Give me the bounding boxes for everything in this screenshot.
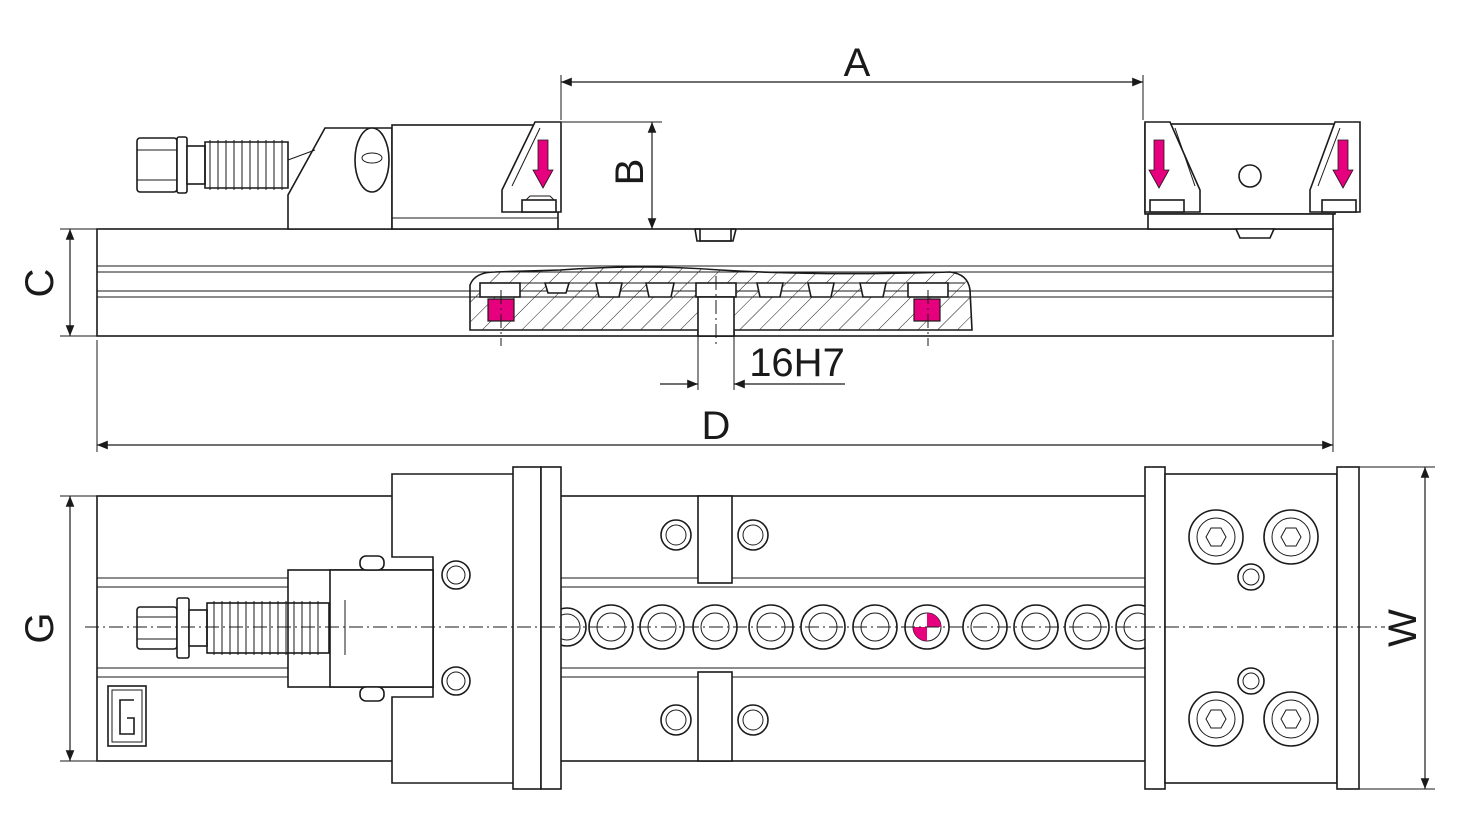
dimension-B: B (562, 121, 662, 230)
brand-logo (107, 685, 147, 747)
side-left-jaw (136, 121, 562, 230)
mount-holes (660, 519, 769, 736)
clamp-arrow-icon (532, 139, 554, 189)
top-right-jaw (1144, 466, 1360, 790)
dimension-A: A (560, 41, 1144, 120)
thread-top (206, 601, 330, 655)
top-view: G W (18, 466, 1435, 790)
dimension-D: D (96, 340, 1334, 452)
dimension-label-bore: 16H7 (749, 341, 845, 385)
pin-right-fill (913, 298, 941, 322)
dimension-label-C: C (18, 269, 62, 298)
dimension-label-D: D (702, 404, 731, 448)
side-right-jaw (1144, 121, 1361, 239)
dimension-C: C (18, 228, 97, 337)
dimension-label-A: A (844, 41, 871, 85)
dimension-bore: 16H7 (660, 336, 845, 390)
center-hole-row (547, 604, 1161, 650)
bolt-bottom-left (1188, 691, 1244, 747)
bolt-top-left (1188, 509, 1244, 565)
thread-side (204, 140, 289, 190)
dimension-label-W: W (1381, 609, 1425, 647)
top-left-jaw (136, 466, 562, 790)
pin-left (479, 282, 521, 298)
side-view: A B C 16H7 D (18, 41, 1361, 452)
dimension-label-B: B (608, 159, 652, 186)
bolt-bottom-right (1263, 691, 1319, 747)
dimension-G: G (18, 495, 97, 762)
dimension-W: W (1359, 466, 1435, 790)
bolt-top-right (1263, 509, 1319, 565)
clamp-arrow-icon (1148, 139, 1170, 189)
clamp-arrow-icon (1332, 139, 1354, 189)
dimension-label-G: G (18, 612, 62, 643)
